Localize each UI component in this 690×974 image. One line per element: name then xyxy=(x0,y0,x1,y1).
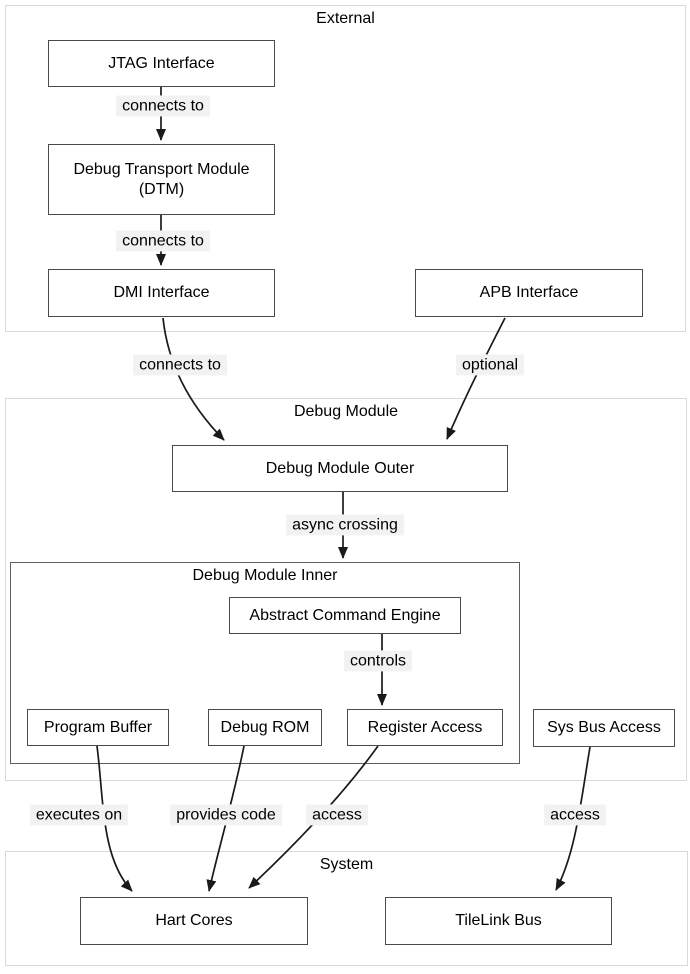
node-debug-module-outer-label: Debug Module Outer xyxy=(265,459,415,477)
node-debug-module-outer: Debug Module Outer xyxy=(172,445,508,492)
node-apb-interface: APB Interface xyxy=(415,269,643,317)
edge-label-ace-to-register: controls xyxy=(343,650,413,672)
node-register-access-label: Register Access xyxy=(367,718,483,736)
cluster-system-title: System xyxy=(319,856,374,873)
edge-label-dmi-to-outer: connects to xyxy=(133,354,227,376)
node-hart-cores: Hart Cores xyxy=(80,897,308,945)
cluster-debug-module-inner: Debug Module Inner xyxy=(10,562,520,764)
node-apb-interface-label: APB Interface xyxy=(479,284,579,301)
node-dmi-interface: DMI Interface xyxy=(48,269,275,317)
node-program-buffer-label: Program Buffer xyxy=(43,718,153,736)
cluster-external: External xyxy=(5,5,686,332)
node-register-access: Register Access xyxy=(347,709,503,746)
edge-dmi-to-debug-module-outer xyxy=(162,317,225,441)
edge-label-dtm-to-dmi: connects to xyxy=(116,230,210,252)
edge-label-register-access-to-hart: access xyxy=(306,804,368,826)
edge-apb-to-debug-module-outer xyxy=(446,317,506,440)
edge-label-apb-to-outer: optional xyxy=(455,354,525,376)
edge-program-buffer-to-hart-cores xyxy=(96,745,133,892)
cluster-debug-module-inner-title: Debug Module Inner xyxy=(192,567,338,584)
node-debug-rom: Debug ROM xyxy=(208,709,322,746)
node-sys-bus-access: Sys Bus Access xyxy=(533,709,675,747)
cluster-system: System xyxy=(5,851,688,966)
edge-label-outer-to-inner: async crossing xyxy=(286,514,404,536)
node-debug-transport-module: Debug Transport Module (DTM) xyxy=(48,144,275,215)
edge-label-sys-bus-to-tilelink: access xyxy=(544,804,606,826)
node-abstract-command-engine-label: Abstract Command Engine xyxy=(249,606,441,624)
node-tilelink-bus-label: TileLink Bus xyxy=(455,912,542,929)
node-jtag-interface: JTAG Interface xyxy=(48,40,275,87)
cluster-debug-module: Debug Module xyxy=(5,398,687,781)
edge-label-program-buffer-to-hart: executes on xyxy=(29,804,129,826)
edge-label-debug-rom-to-hart: provides code xyxy=(170,804,282,826)
node-hart-cores-label: Hart Cores xyxy=(155,912,233,929)
node-jtag-interface-label: JTAG Interface xyxy=(108,54,215,72)
node-tilelink-bus: TileLink Bus xyxy=(385,897,612,945)
node-abstract-command-engine: Abstract Command Engine xyxy=(229,597,461,634)
cluster-debug-module-title: Debug Module xyxy=(293,403,399,420)
node-program-buffer: Program Buffer xyxy=(27,709,169,746)
cluster-external-title: External xyxy=(316,10,375,27)
node-debug-transport-module-label: Debug Transport Module (DTM) xyxy=(73,160,250,198)
node-sys-bus-access-label: Sys Bus Access xyxy=(547,719,661,736)
node-debug-rom-label: Debug ROM xyxy=(220,718,310,736)
edge-label-jtag-to-dtm: connects to xyxy=(116,95,210,117)
node-dmi-interface-label: DMI Interface xyxy=(113,284,210,301)
